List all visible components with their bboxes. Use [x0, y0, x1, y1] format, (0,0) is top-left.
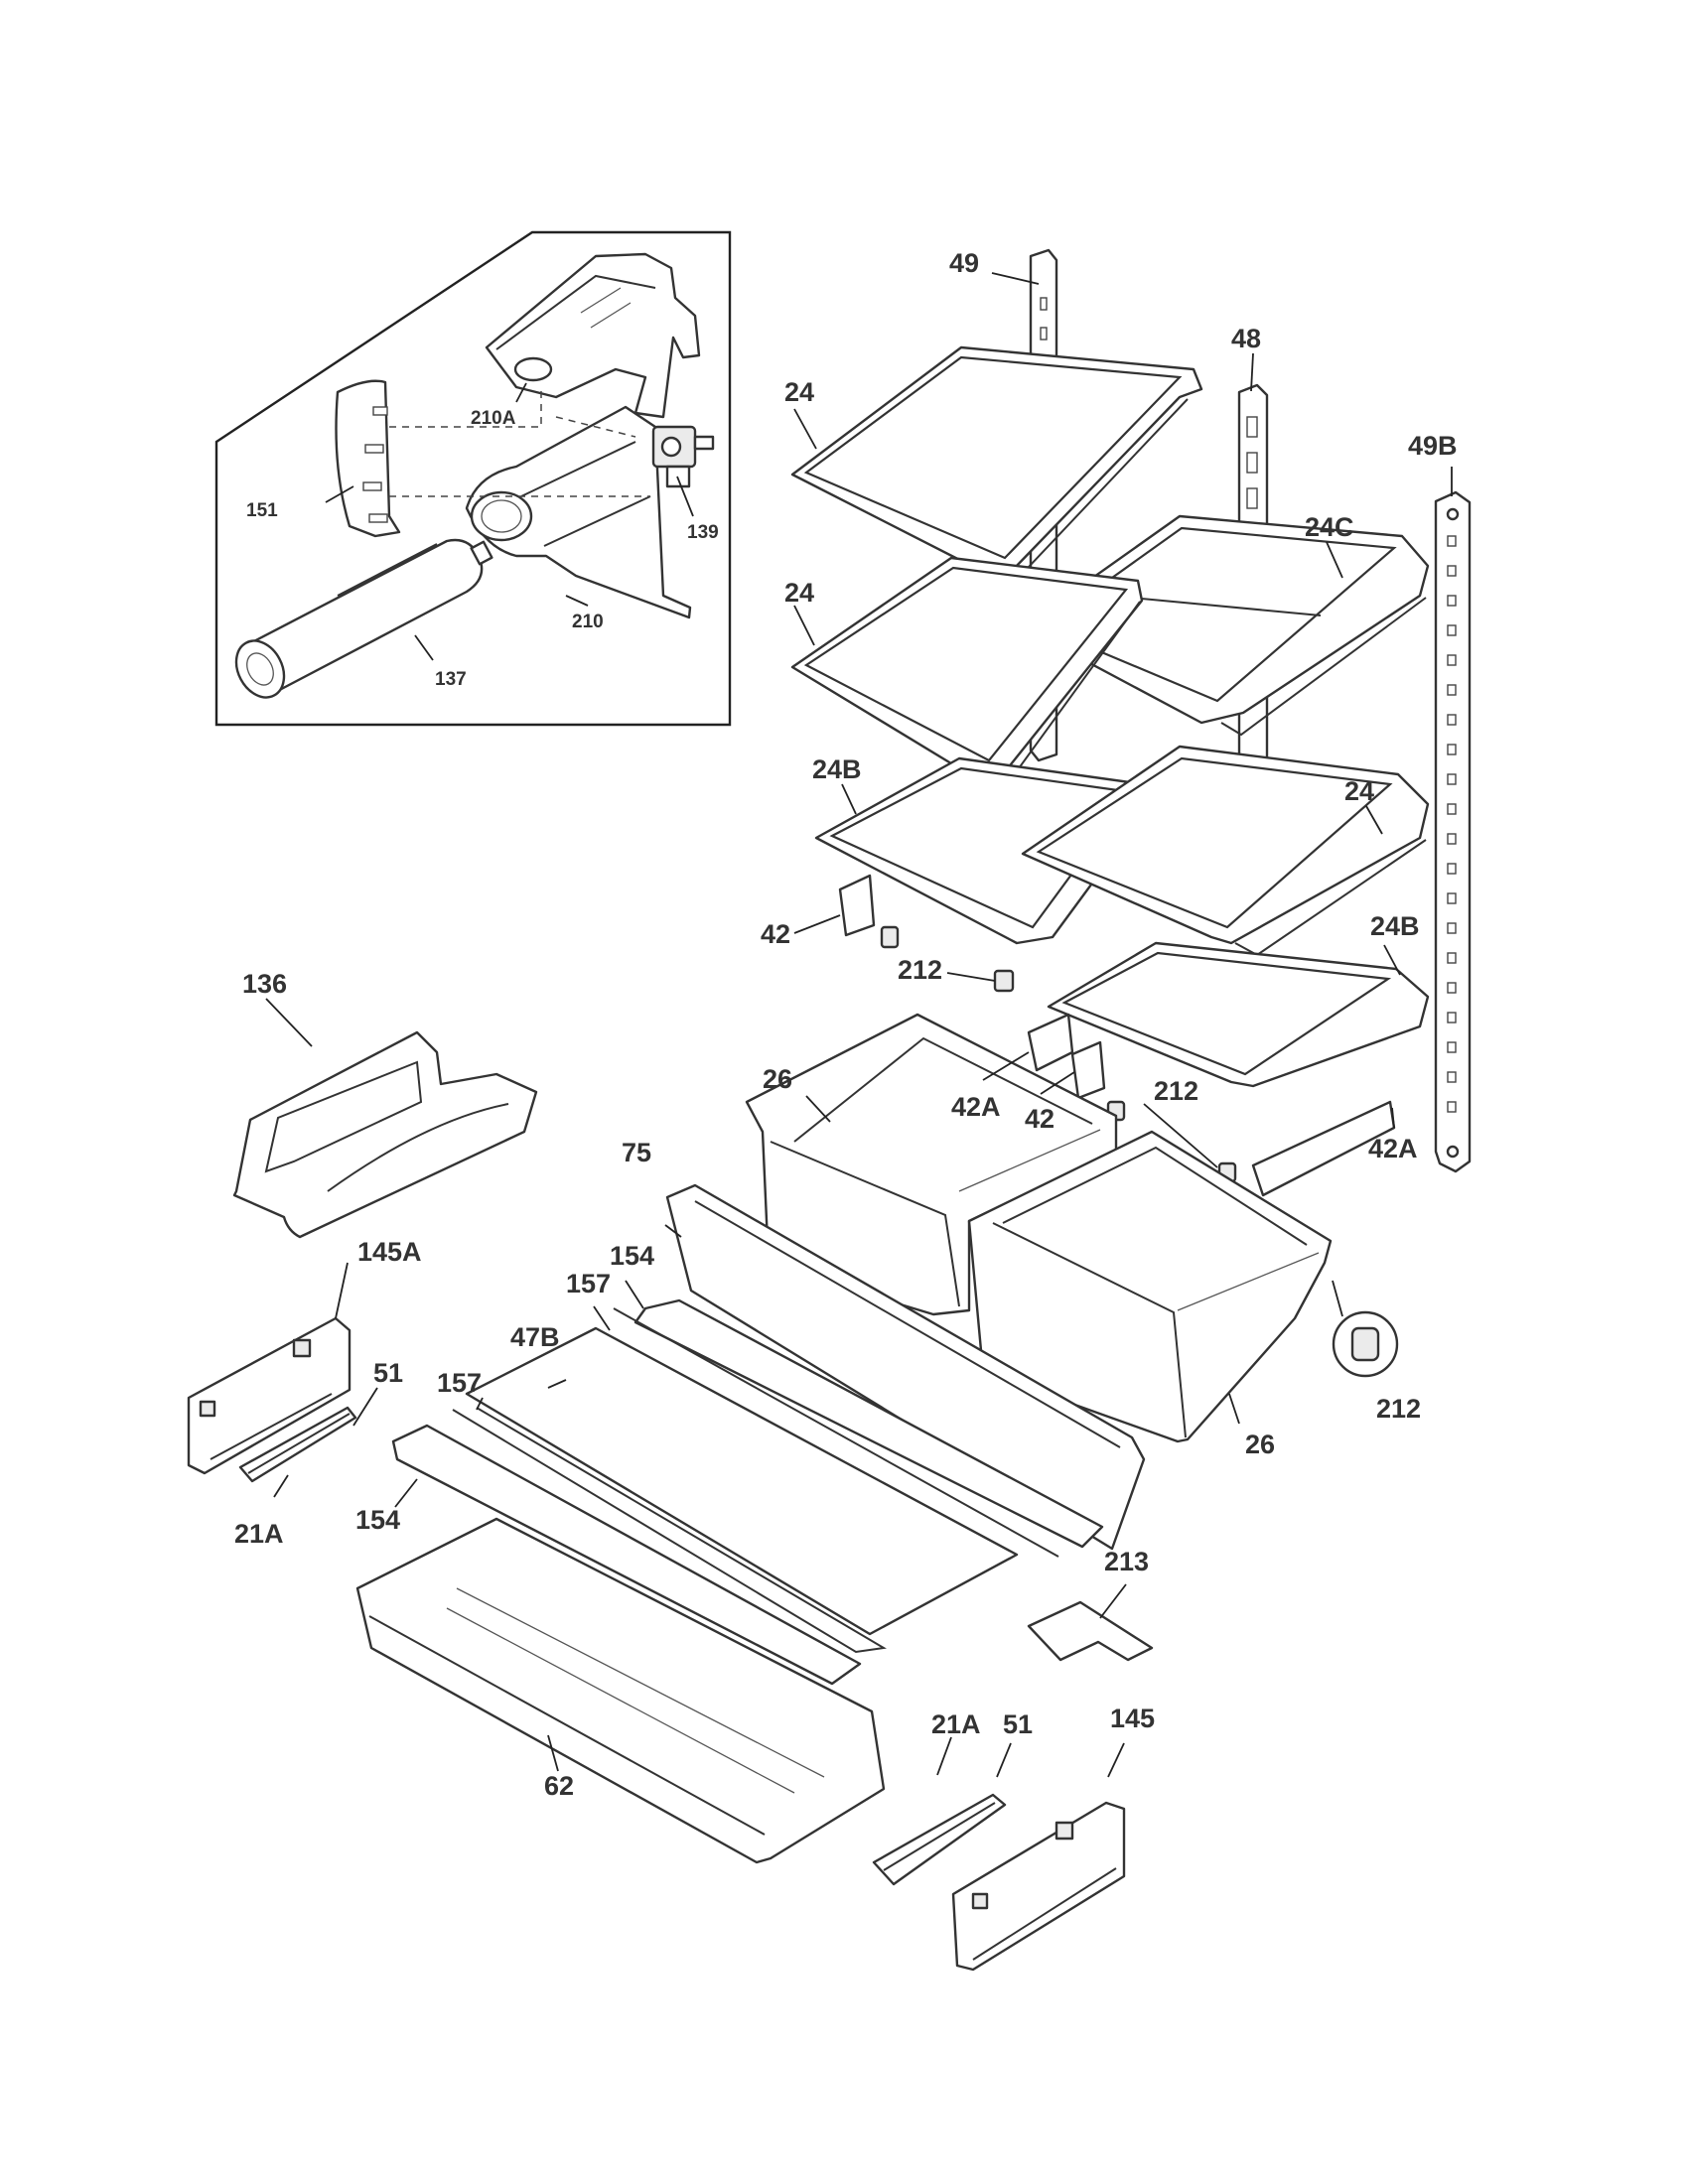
callout-154-upper: 154 [610, 1241, 654, 1271]
callout-157-lower: 157 [437, 1368, 482, 1398]
slide-rail-145A [187, 1316, 352, 1475]
callout-49: 49 [949, 248, 979, 278]
bracket-42-left [838, 874, 876, 937]
filter-housing-top [485, 252, 701, 419]
callout-51-left: 51 [373, 1358, 403, 1388]
callout-157-upper: 157 [566, 1269, 611, 1298]
filter-cartridge [234, 538, 493, 699]
callout-212-detail: 212 [1376, 1394, 1421, 1424]
shelf-24B-right [1047, 941, 1430, 1088]
water-valve [651, 425, 715, 488]
callout-212-a: 212 [898, 955, 942, 985]
glass-panel-47B [465, 1326, 1019, 1636]
gasket-157-upper [613, 1307, 1059, 1558]
callout-62: 62 [544, 1771, 574, 1801]
clip-212-detail [1332, 1280, 1399, 1378]
filter-cover [335, 379, 401, 538]
shelf-24-middle [790, 556, 1144, 792]
crisper-drawer-26-left [745, 1013, 1118, 1316]
callout-42A-left: 42A [951, 1092, 1001, 1122]
shelf-24-right [1021, 745, 1430, 957]
slide-rail-145 [951, 1801, 1126, 1972]
callout-42A-right: 42A [1368, 1134, 1418, 1163]
clip-212-a [880, 925, 900, 949]
crisper-trim-154-lower [391, 1424, 862, 1686]
callout-42-right: 42 [1025, 1104, 1055, 1134]
bracket-42-right [1070, 1040, 1106, 1100]
callout-26-right: 26 [1245, 1430, 1275, 1459]
callout-24-middle: 24 [784, 578, 814, 608]
cover-75 [665, 1183, 1146, 1551]
callout-137: 137 [435, 669, 467, 690]
pan-62 [355, 1517, 886, 1864]
callout-136: 136 [242, 969, 287, 999]
callout-51-right: 51 [1003, 1709, 1033, 1739]
bracket-42A-left [1027, 1013, 1074, 1072]
filter-head-body [465, 405, 692, 619]
slide-rail-51-right [872, 1793, 1007, 1886]
gasket-157-lower [452, 1407, 887, 1654]
clip-212-b [993, 969, 1015, 993]
callout-213: 213 [1104, 1547, 1149, 1576]
callout-24B-left: 24B [812, 754, 862, 784]
callout-24-top: 24 [784, 377, 814, 407]
callout-24-right: 24 [1344, 776, 1374, 806]
callout-21A-right: 21A [931, 1709, 981, 1739]
shelf-24C [1021, 514, 1430, 737]
filter-inset: 210A 151 139 210 137 [214, 230, 732, 727]
callout-212-b: 212 [1154, 1076, 1198, 1106]
callout-24C: 24C [1305, 512, 1354, 542]
callout-49B: 49B [1408, 431, 1458, 461]
slide-rail-51-left [238, 1406, 357, 1483]
callout-139: 139 [687, 522, 719, 543]
callout-154-lower: 154 [355, 1505, 400, 1535]
shelf-24B-left [814, 756, 1154, 945]
callout-42-left: 42 [761, 919, 790, 949]
callout-151: 151 [246, 500, 278, 521]
bracket-213 [1027, 1600, 1154, 1662]
callout-47B: 47B [510, 1322, 560, 1352]
callout-21A-left: 21A [234, 1519, 284, 1549]
callout-145: 145 [1110, 1704, 1155, 1733]
callout-210: 210 [572, 612, 604, 632]
callout-26-left: 26 [763, 1064, 792, 1094]
callout-24B-right: 24B [1370, 911, 1420, 941]
crisper-trim-154-upper [633, 1298, 1104, 1549]
callout-48: 48 [1231, 324, 1261, 353]
shelf-ladder-49B [1434, 490, 1472, 1173]
shelf-24-top [790, 345, 1203, 588]
callout-145A: 145A [357, 1237, 422, 1267]
cover-136 [232, 1030, 538, 1239]
callout-75: 75 [622, 1138, 651, 1167]
callout-210A: 210A [471, 408, 516, 429]
